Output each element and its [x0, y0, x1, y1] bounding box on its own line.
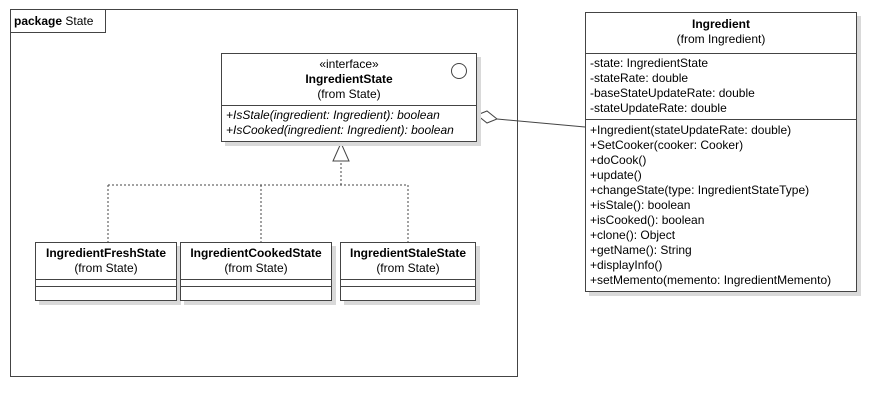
operation: +SetCooker(cooker: Cooker) — [590, 138, 744, 152]
interface-origin: (from State) — [317, 87, 381, 101]
realization-arrowhead — [332, 141, 350, 162]
operation: +changeState(type: IngredientStateType) — [590, 183, 810, 197]
class-attributes — [341, 279, 475, 286]
class-operations — [341, 286, 475, 293]
operation: +displayInfo() — [590, 258, 663, 272]
class-operations: +Ingredient(stateUpdateRate: double) +Se… — [586, 119, 856, 290]
interface-operation: +IsCooked(ingredient: Ingredient): boole… — [226, 123, 454, 137]
attribute: -baseStateUpdateRate: double — [590, 86, 755, 100]
class-origin: (from State) — [376, 261, 440, 275]
aggregation-line[interactable] — [496, 118, 586, 128]
class-name: Ingredient — [691, 17, 750, 31]
class-attributes — [181, 279, 331, 286]
operation: +isCooked(): boolean — [590, 213, 705, 227]
class-origin: (from State) — [74, 261, 138, 275]
class-attributes: -state: IngredientState -stateRate: doub… — [586, 53, 856, 119]
package-tab: package State — [11, 10, 107, 33]
class-name: IngredientFreshState — [45, 246, 167, 260]
interface-operation: +IsStale(ingredient: Ingredient): boolea… — [226, 108, 440, 122]
operation: +Ingredient(stateUpdateRate: double) — [590, 123, 792, 137]
class-ingredient-fresh-state[interactable]: IngredientFreshState (from State) — [35, 242, 177, 301]
package-name: State — [65, 14, 94, 28]
class-header: IngredientStaleState (from State) — [341, 243, 475, 279]
attribute: -stateRate: double — [590, 71, 689, 85]
class-name: IngredientCookedState — [190, 246, 322, 260]
class-header: Ingredient (from Ingredient) — [586, 13, 856, 53]
class-header: IngredientCookedState (from State) — [181, 243, 331, 279]
operation: +update() — [590, 168, 642, 182]
class-origin: (from State) — [224, 261, 288, 275]
operation: +doCook() — [590, 153, 647, 167]
interface-header: «interface» IngredientState (from State) — [222, 54, 476, 105]
aggregation-diamond — [476, 110, 498, 124]
interface-stereotype: «interface» — [319, 57, 379, 71]
interface-name: IngredientState — [305, 72, 393, 86]
class-attributes — [36, 279, 176, 286]
package-keyword: package — [14, 14, 63, 28]
class-header: IngredientFreshState (from State) — [36, 243, 176, 279]
class-operations — [181, 286, 331, 293]
operation: +isStale(): boolean — [590, 198, 691, 212]
attribute: -stateUpdateRate: double — [590, 101, 727, 115]
operation: +clone(): Object — [590, 228, 676, 242]
operation: +getName(): String — [590, 243, 692, 257]
interface-circle-icon — [451, 63, 467, 79]
class-origin: (from Ingredient) — [676, 32, 766, 46]
operation: +setMemento(memento: IngredientMemento) — [590, 273, 832, 287]
class-ingredient-stale-state[interactable]: IngredientStaleState (from State) — [340, 242, 476, 301]
class-name: IngredientStaleState — [349, 246, 467, 260]
attribute: -state: IngredientState — [590, 56, 709, 70]
interface-operations: +IsStale(ingredient: Ingredient): boolea… — [222, 105, 476, 140]
interface-ingredient-state[interactable]: «interface» IngredientState (from State)… — [221, 53, 477, 142]
class-ingredient[interactable]: Ingredient (from Ingredient) -state: Ing… — [585, 12, 857, 292]
class-operations — [36, 286, 176, 293]
class-ingredient-cooked-state[interactable]: IngredientCookedState (from State) — [180, 242, 332, 301]
